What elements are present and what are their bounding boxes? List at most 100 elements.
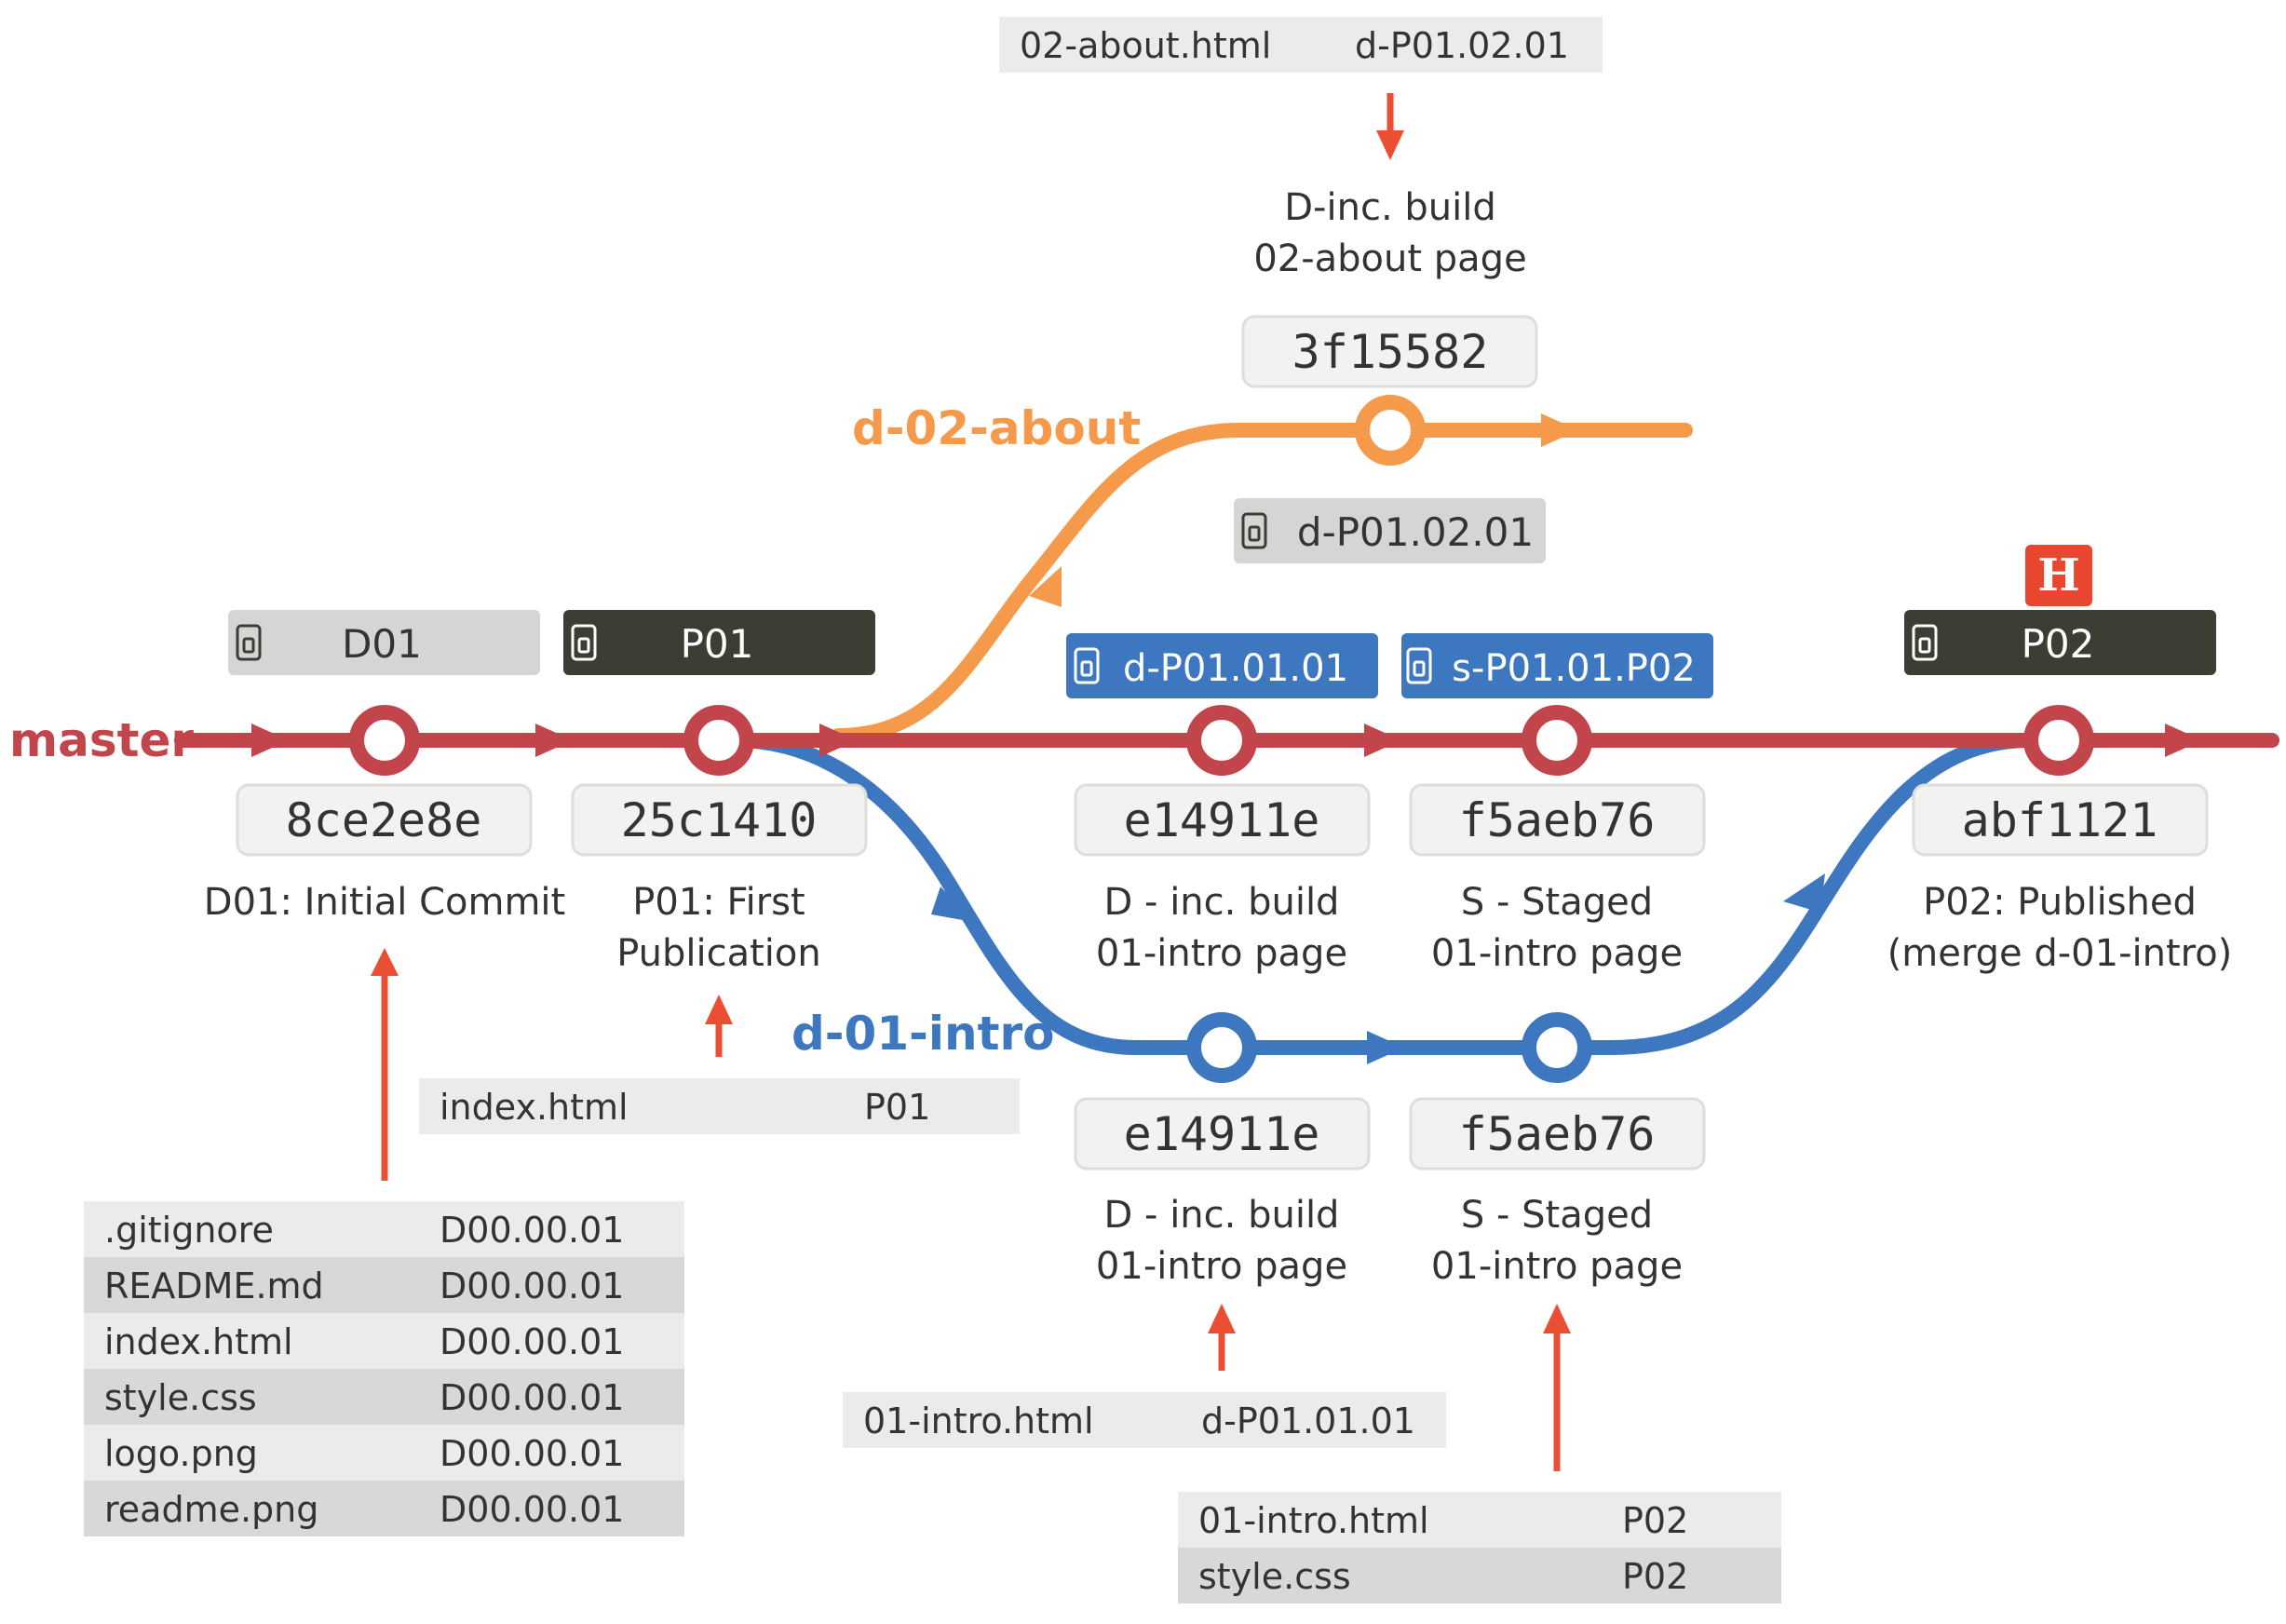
- tag-icon: [1406, 647, 1432, 684]
- master-arrowhead: [2165, 724, 2202, 757]
- file-name: .gitignore: [104, 1210, 274, 1251]
- down-arrow: [1376, 93, 1404, 160]
- tag-label: s-P01.01.P02: [1452, 647, 1696, 690]
- tag-p01[interactable]: P01: [563, 610, 875, 675]
- hash-text: f5aeb76: [1459, 793, 1656, 847]
- hash-text: e14911e: [1124, 1107, 1320, 1161]
- up-arrow: [1543, 1304, 1571, 1471]
- table-row: [843, 1392, 1446, 1448]
- commit-node-e14911e-master[interactable]: [1186, 705, 1257, 776]
- hash-box: 3f15582: [1241, 315, 1538, 388]
- hash-box: e14911e: [1074, 783, 1371, 857]
- tag-s-p01-01-p02[interactable]: s-P01.01.P02: [1401, 633, 1713, 698]
- tag-icon: [571, 624, 597, 661]
- tag-labels: D01 P01 d-P01.01.01: [228, 498, 2216, 698]
- hash-box: 25c1410: [571, 783, 868, 857]
- commit-desc: Publication: [616, 932, 821, 975]
- master-arrowhead: [1364, 724, 1401, 757]
- hash-box: abf1121: [1912, 783, 2209, 857]
- commit-node-3f15582[interactable]: [1355, 395, 1426, 466]
- tag-icon: [1912, 624, 1938, 661]
- hash-box: e14911e: [1074, 1097, 1371, 1171]
- file-name: readme.png: [104, 1489, 318, 1530]
- commit-node-8ce2e8e[interactable]: [349, 705, 420, 776]
- file-version: D00.00.01: [440, 1265, 624, 1306]
- commit-node-f5aeb76-intro[interactable]: [1522, 1012, 1592, 1083]
- hash-box: f5aeb76: [1409, 1097, 1706, 1171]
- file-version: D00.00.01: [440, 1377, 624, 1418]
- commit-desc: 01-intro page: [1431, 932, 1683, 975]
- tag-icon: [1074, 647, 1100, 684]
- commit-hash-boxes: 8ce2e8e 25c1410 e14911e f5aeb76 abf1121 …: [236, 315, 2209, 1171]
- commit-desc: S - Staged: [1461, 1194, 1653, 1237]
- tag-label: P01: [681, 621, 754, 667]
- table-row: [419, 1078, 1020, 1134]
- tag-d-p01-02-01[interactable]: d-P01.02.01: [1234, 498, 1546, 563]
- file-name: index.html: [440, 1087, 629, 1128]
- commit-desc: D-inc. build: [1284, 186, 1495, 229]
- hash-text: abf1121: [1962, 793, 2158, 847]
- tag-icon: [1241, 512, 1267, 549]
- file-version: P02: [1622, 1500, 1688, 1541]
- branch-label-d-02-about: d-02-about: [852, 401, 1141, 455]
- about-arrowhead: [1029, 566, 1062, 607]
- branch-line-d-01-intro: [728, 733, 2037, 1055]
- tag-label: d-P01.02.01: [1297, 509, 1534, 555]
- commit-desc: 01-intro page: [1096, 932, 1347, 975]
- commit-desc: 02-about page: [1253, 237, 1526, 280]
- branch-label-master: master: [9, 713, 194, 767]
- file-version: P01: [864, 1087, 930, 1128]
- commit-node-25c1410[interactable]: [683, 705, 754, 776]
- tag-label: D01: [342, 621, 422, 667]
- master-arrowhead: [251, 724, 289, 757]
- up-arrow: [371, 948, 399, 1181]
- hash-box: 8ce2e8e: [236, 783, 533, 857]
- file-name: style.css: [1198, 1556, 1351, 1597]
- commit-desc: D01: Initial Commit: [204, 881, 565, 924]
- file-name: 02-about.html: [1020, 25, 1271, 66]
- commit-node-e14911e-intro[interactable]: [1186, 1012, 1257, 1083]
- table-row: [84, 1369, 684, 1425]
- tag-d01[interactable]: D01: [228, 610, 540, 675]
- file-version: D00.00.01: [440, 1489, 624, 1530]
- direction-arrowheads: [251, 413, 2202, 1064]
- file-version: D00.00.01: [440, 1321, 624, 1362]
- tag-label: d-P01.01.01: [1123, 647, 1348, 690]
- table-row: [84, 1257, 684, 1313]
- commit-desc: P02: Published: [1923, 881, 2197, 924]
- hash-text: 3f15582: [1292, 325, 1489, 379]
- intro-arrowhead: [1367, 1031, 1404, 1064]
- about-arrowhead: [1541, 413, 1578, 447]
- file-version: D00.00.01: [440, 1210, 624, 1251]
- file-version: d-P01.01.01: [1201, 1401, 1415, 1441]
- file-name: README.md: [104, 1265, 324, 1306]
- head-badge: H: [2025, 545, 2092, 606]
- table-row: [1178, 1548, 1781, 1604]
- table-row: [999, 17, 1603, 73]
- branch-line-d-02-about: [831, 423, 1693, 743]
- commit-node-f5aeb76-master[interactable]: [1522, 705, 1592, 776]
- up-arrow: [705, 995, 733, 1057]
- commit-desc: (merge d-01-intro): [1887, 932, 2233, 975]
- branch-label-d-01-intro: d-01-intro: [791, 1007, 1055, 1061]
- commit-nodes: [349, 395, 2094, 1083]
- tag-p02[interactable]: P02: [1904, 610, 2216, 675]
- hash-text: e14911e: [1124, 793, 1320, 847]
- master-arrowhead: [819, 724, 857, 757]
- intro-arrowhead: [1783, 873, 1825, 913]
- commit-node-abf1121[interactable]: [2023, 705, 2094, 776]
- file-name: index.html: [104, 1321, 293, 1362]
- table-row: [84, 1425, 684, 1481]
- hash-text: 25c1410: [621, 793, 818, 847]
- tag-d-p01-01-01[interactable]: d-P01.01.01: [1066, 633, 1378, 698]
- tag-label: P02: [2022, 621, 2095, 667]
- table-row: [84, 1201, 684, 1257]
- commit-desc: P01: First: [632, 881, 805, 924]
- file-name: logo.png: [104, 1433, 258, 1474]
